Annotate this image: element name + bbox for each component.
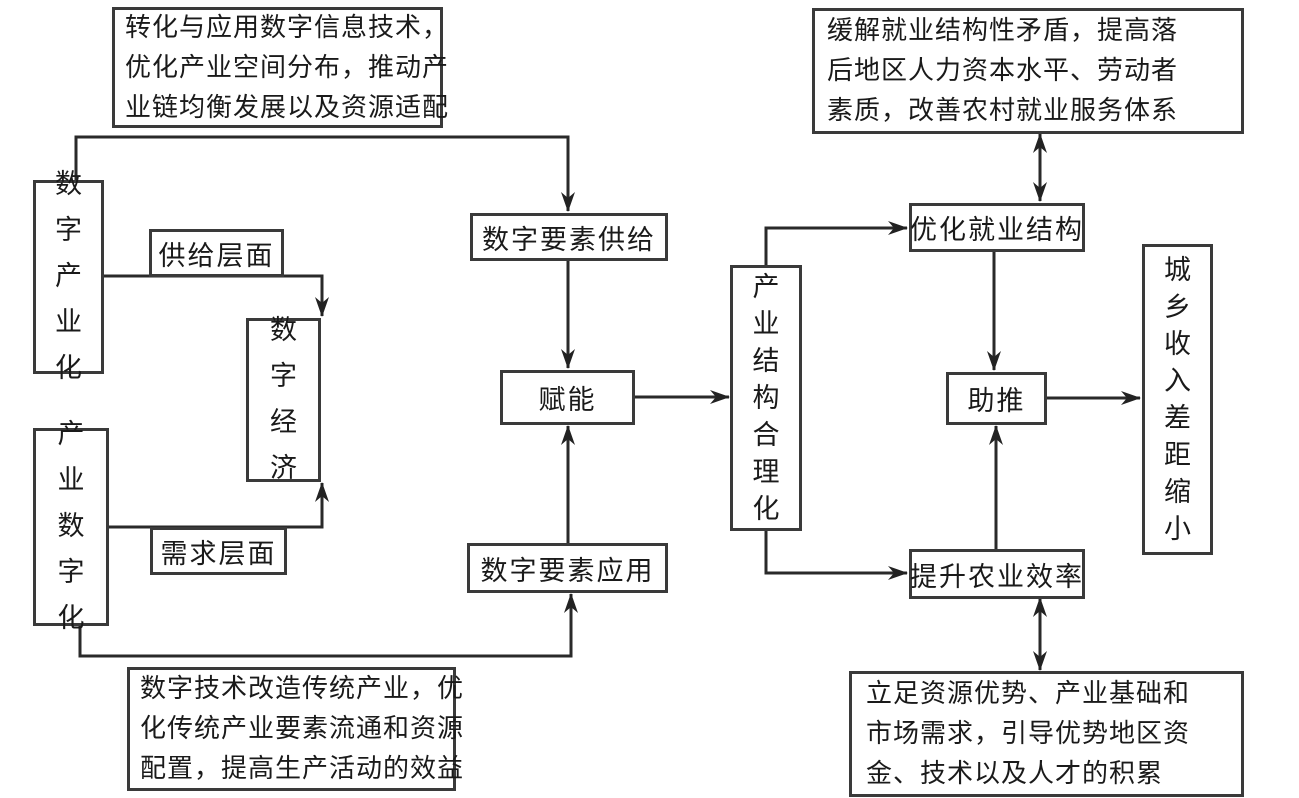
note-industrial-digitalization-effects: 数字技术改造传统产业，优 化传统产业要素流通和资源 配置，提高生产活动的效益 bbox=[127, 667, 463, 791]
node-label: 数字要素供给 bbox=[482, 224, 656, 256]
vertical-char: 业 bbox=[752, 308, 780, 340]
vertical-char: 化 bbox=[55, 353, 82, 384]
note-line: 立足资源优势、产业基础和 bbox=[866, 679, 1191, 709]
node-label: 供给层面 bbox=[158, 240, 275, 272]
node-label: 助推 bbox=[967, 386, 1026, 417]
vertical-char: 入 bbox=[1164, 365, 1191, 397]
node-optimize-employment-structure: 优化就业结构 bbox=[909, 203, 1085, 252]
vertical-char: 小 bbox=[1164, 513, 1191, 545]
vertical-char: 字 bbox=[270, 361, 297, 392]
node-industrial-digitalization: 产业数字化 bbox=[33, 419, 109, 634]
node-label: 赋能 bbox=[538, 385, 597, 416]
vertical-char: 化 bbox=[57, 603, 85, 634]
node-demand-level: 需求层面 bbox=[150, 527, 287, 575]
note-line: 市场需求，引导优势地区资 bbox=[866, 719, 1191, 749]
vertical-char: 差 bbox=[1164, 402, 1191, 434]
note-agricultural-efficiency-measures: 立足资源优势、产业基础和 市场需求，引导优势地区资 金、技术以及人才的积累 bbox=[849, 671, 1244, 797]
note-line: 金、技术以及人才的积累 bbox=[866, 759, 1164, 789]
note-line: 转化与应用数字信息技术， bbox=[125, 12, 450, 43]
edge-rationalization-to-agriculture bbox=[764, 530, 908, 580]
node-label: 数字要素应用 bbox=[480, 555, 655, 587]
node-label: 提升农业效率 bbox=[910, 561, 1084, 593]
note-line: 缓解就业结构性矛盾，提高落 bbox=[827, 16, 1179, 46]
vertical-char: 经 bbox=[270, 407, 297, 438]
vertical-char: 字 bbox=[57, 557, 85, 588]
note-line: 数字技术改造传统产业，优 bbox=[140, 674, 465, 704]
note-line: 配置，提高生产活动的效益 bbox=[140, 754, 465, 784]
note-employment-structure-measures: 缓解就业结构性矛盾，提高落 后地区人力资本水平、劳动者 素质，改善农村就业服务体… bbox=[812, 8, 1244, 134]
vertical-char: 城 bbox=[1164, 254, 1191, 286]
edge-digital-industrialization-to-factor-supply bbox=[74, 135, 575, 212]
node-digital-economy: 数字经济 bbox=[246, 315, 321, 484]
vertical-char: 乡 bbox=[1164, 291, 1191, 323]
vertical-char: 业 bbox=[57, 465, 85, 496]
vertical-char: 产 bbox=[57, 419, 85, 450]
vertical-char: 字 bbox=[55, 215, 82, 246]
node-supply-level: 供给层面 bbox=[149, 229, 284, 277]
node-industrial-structure-rationalization: 产业结构合理化 bbox=[730, 265, 802, 531]
node-digital-factor-supply: 数字要素供给 bbox=[470, 213, 668, 261]
node-label: 优化就业结构 bbox=[910, 215, 1084, 246]
edge-rationalization-to-employment bbox=[764, 221, 908, 265]
note-digital-industrialization-effects: 转化与应用数字信息技术， 优化产业空间分布，推动产 业链均衡发展以及资源适配 bbox=[112, 7, 448, 128]
note-line: 业链均衡发展以及资源适配 bbox=[125, 92, 450, 123]
node-boost: 助推 bbox=[946, 372, 1047, 425]
note-line: 后地区人力资本水平、劳动者 bbox=[827, 56, 1179, 86]
vertical-char: 构 bbox=[752, 382, 780, 414]
vertical-char: 化 bbox=[752, 493, 780, 525]
node-urban-rural-income-gap-narrowing: 城乡收入差距缩小 bbox=[1142, 244, 1213, 555]
node-improve-agricultural-efficiency: 提升农业效率 bbox=[909, 549, 1085, 599]
node-digital-factor-application: 数字要素应用 bbox=[467, 543, 668, 593]
note-line: 优化产业空间分布，推动产 bbox=[125, 52, 450, 83]
vertical-char: 济 bbox=[270, 453, 297, 484]
vertical-char: 数 bbox=[270, 315, 297, 346]
node-empower: 赋能 bbox=[500, 370, 635, 425]
node-digital-industrialization: 数字产业化 bbox=[33, 169, 104, 384]
edge-industrial-digitalization-to-factor-application bbox=[78, 593, 578, 658]
vertical-char: 缩 bbox=[1164, 476, 1191, 508]
vertical-char: 产 bbox=[752, 271, 780, 303]
vertical-char: 理 bbox=[752, 456, 780, 488]
vertical-char: 数 bbox=[55, 169, 82, 200]
vertical-char: 业 bbox=[55, 307, 82, 338]
note-line: 化传统产业要素流通和资源 bbox=[140, 714, 465, 744]
vertical-char: 距 bbox=[1164, 439, 1191, 471]
vertical-char: 收 bbox=[1164, 328, 1191, 360]
node-label: 需求层面 bbox=[160, 538, 277, 570]
note-line: 素质，改善农村就业服务体系 bbox=[827, 96, 1179, 126]
vertical-char: 合 bbox=[752, 419, 780, 451]
vertical-char: 产 bbox=[55, 261, 82, 292]
vertical-char: 结 bbox=[752, 345, 780, 377]
vertical-char: 数 bbox=[57, 511, 85, 542]
